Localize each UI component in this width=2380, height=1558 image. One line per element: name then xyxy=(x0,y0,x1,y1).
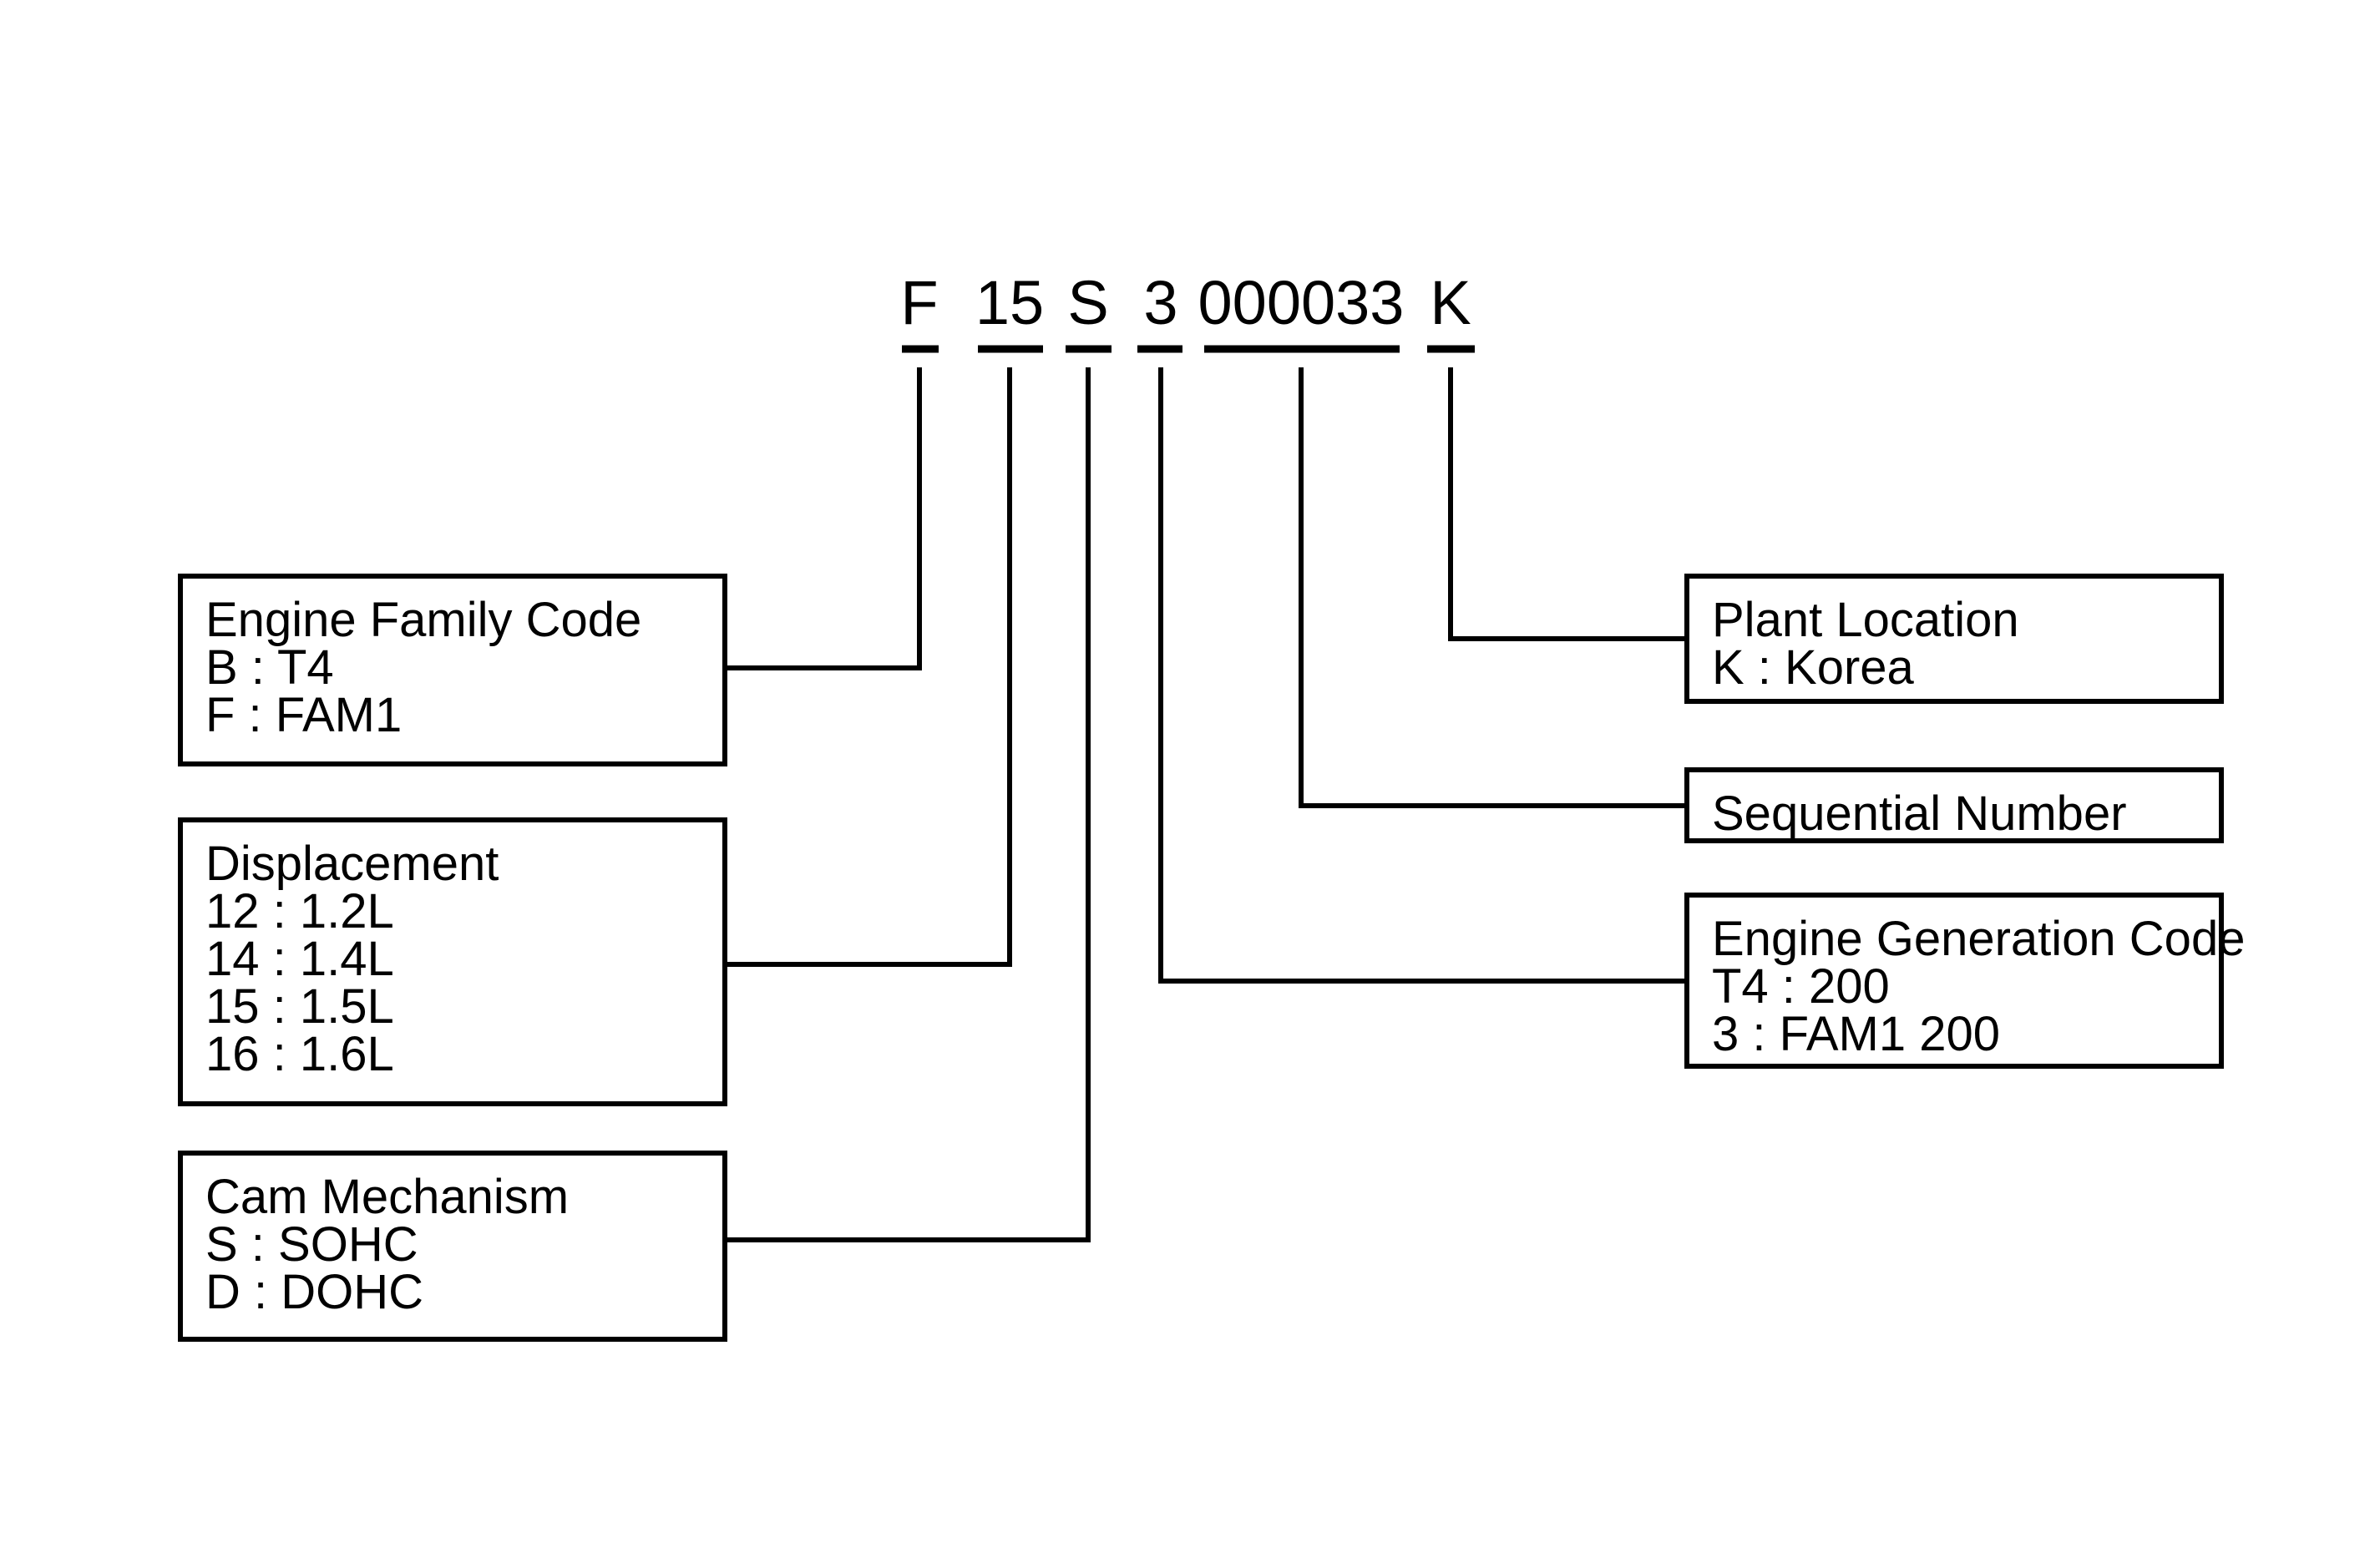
code-char-displacement: 15 xyxy=(975,268,1044,337)
box-title-engine-generation-code: Engine Generation Code xyxy=(1712,912,2245,966)
box-title-sequential-number: Sequential Number xyxy=(1712,787,2127,841)
code-char-generation: 3 xyxy=(1143,268,1177,337)
box-line-displacement-2: 15 : 1.5L xyxy=(205,979,394,1034)
box-title-plant-location: Plant Location xyxy=(1712,593,2019,647)
box-line-engine-family-code-0: B : T4 xyxy=(205,640,334,695)
box-line-cam-mechanism-1: D : DOHC xyxy=(205,1265,423,1319)
box-line-cam-mechanism-0: S : SOHC xyxy=(205,1217,418,1272)
code-char-plant: K xyxy=(1430,268,1471,337)
callout-box-sequential-number: Sequential Number xyxy=(1684,767,2224,843)
box-line-engine-generation-code-0: T4 : 200 xyxy=(1712,959,1890,1014)
box-title-engine-family-code: Engine Family Code xyxy=(205,593,641,647)
conn-engine-family xyxy=(725,367,922,670)
box-outline-engine-family-code xyxy=(178,574,727,766)
box-title-cam-mechanism: Cam Mechanism xyxy=(205,1170,569,1224)
box-title-displacement: Displacement xyxy=(205,837,499,891)
conn-plant xyxy=(1448,367,1687,641)
conn-displacement xyxy=(725,367,1012,967)
conn-sequential xyxy=(1299,367,1687,808)
box-outline-displacement xyxy=(178,817,727,1106)
box-outline-plant-location xyxy=(1684,574,2224,704)
box-line-displacement-3: 16 : 1.6L xyxy=(205,1027,394,1081)
box-line-plant-location-0: K : Korea xyxy=(1712,640,1915,695)
code-char-sequential: 000033 xyxy=(1198,268,1405,337)
box-line-engine-family-code-1: F : FAM1 xyxy=(205,688,402,742)
box-outline-cam-mechanism xyxy=(178,1151,727,1342)
box-outline-engine-generation-code xyxy=(1684,893,2224,1069)
conn-generation xyxy=(1158,367,1687,984)
code-char-engine-family: F xyxy=(900,268,938,337)
conn-cam-mechanism xyxy=(725,367,1091,1242)
code-char-cam-mechanism: S xyxy=(1067,268,1108,337)
connector-lines-group xyxy=(725,367,1687,1242)
box-outline-sequential-number xyxy=(1684,767,2224,843)
box-line-displacement-0: 12 : 1.2L xyxy=(205,884,394,938)
box-line-engine-generation-code-1: 3 : FAM1 200 xyxy=(1712,1007,2000,1061)
box-line-displacement-1: 14 : 1.4L xyxy=(205,932,394,986)
